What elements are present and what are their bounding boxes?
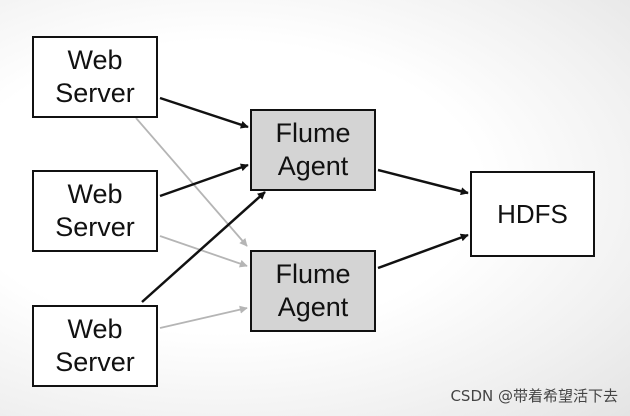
watermark: CSDN @带着希望活下去	[450, 387, 618, 405]
flume-agent-2-line-2: Agent	[277, 292, 349, 322]
edge-web-server-1-to-flume-agent-1	[159, 96, 249, 129]
web-server-node-2: Web Server	[32, 170, 158, 252]
edge-web-server-2-to-flume-agent-1	[159, 163, 249, 198]
flume-agent-node-2: Flume Agent	[250, 250, 376, 332]
edge-flume-agent-1-to-hdfs	[377, 168, 469, 196]
web-server-2-line-1: Web	[67, 179, 123, 209]
web-server-1-line-2: Server	[55, 78, 135, 108]
web-server-node-3: Web Server	[32, 305, 158, 387]
web-server-3-line-1: Web	[67, 314, 123, 344]
web-server-2-line-2: Server	[55, 212, 135, 242]
edge-web-server-3-to-flume-agent-2	[159, 305, 248, 329]
hdfs-label: HDFS	[497, 198, 568, 229]
edge-flume-agent-2-to-hdfs	[377, 233, 469, 270]
flume-agent-node-1: Flume Agent	[250, 109, 376, 191]
flume-agent-1-line-1: Flume	[275, 118, 351, 148]
web-server-node-1: Web Server	[32, 36, 158, 118]
flume-agent-1-line-2: Agent	[277, 151, 349, 181]
web-server-3-line-2: Server	[55, 347, 135, 377]
flume-agent-2-line-1: Flume	[275, 259, 351, 289]
hdfs-node: HDFS	[470, 171, 595, 257]
edge-web-server-2-to-flume-agent-2	[159, 235, 248, 268]
web-server-1-line-1: Web	[67, 45, 123, 75]
edge-web-server-3-to-flume-agent-1	[141, 191, 266, 303]
